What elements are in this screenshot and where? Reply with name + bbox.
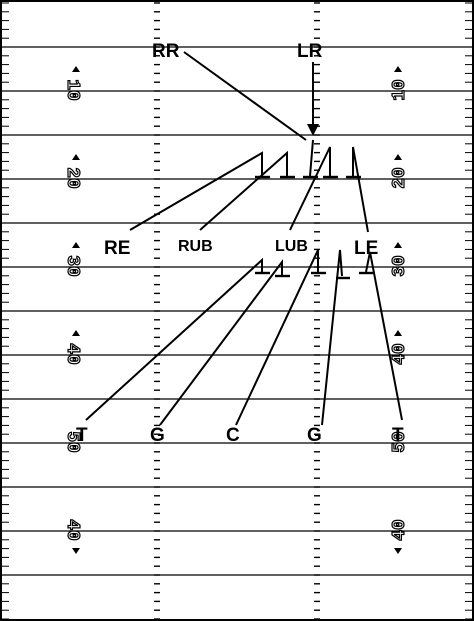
yard-number-left-40: 40 [62,343,82,365]
label-lub: LUB [275,238,308,255]
arrow-icon [72,548,80,554]
yard-number-right-30: 30 [390,255,410,277]
rub-route [199,150,288,231]
arrow-icon [72,66,80,72]
arrow-icon [394,242,402,248]
yard-number-right-10: 10 [390,79,410,101]
center-block [309,139,314,177]
label-re: RE [104,238,130,259]
label-rr: RR [152,41,180,62]
g-right-route [321,249,343,426]
yard-number-left-50: 50 [62,431,82,453]
t-left-route [85,257,263,421]
label-g-right: G [307,425,322,446]
g-left-route [159,258,283,426]
yard-lines [1,46,473,576]
yard-number-left-20: 20 [62,167,82,189]
arrow-icon [72,154,80,160]
label-c: C [226,425,240,446]
le-route [352,146,369,233]
arrow-icon [394,548,402,554]
yard-number-right-40: 40 [390,343,410,365]
label-t-right: T [392,425,404,446]
assignment-lines [85,51,403,426]
label-g-left: G [150,425,165,446]
block-symbols [255,175,373,280]
label-lr: LR [297,41,323,62]
arrow-head-icon [307,124,319,136]
direction-arrows [72,66,402,554]
t-right-route [365,251,403,421]
arrow-icon [394,154,402,160]
yard-number-right-50: 50 [390,431,410,453]
yard-number-right-20: 20 [390,167,410,189]
arrow-icon [72,330,80,336]
label-t-left: T [76,425,88,446]
yard-number-left-10: 10 [62,79,82,101]
yard-number-left-40b: 40 [62,519,82,541]
arrow-icon [72,242,80,248]
re-route [129,151,263,231]
c-route [235,249,319,426]
lub-route [289,146,331,231]
arrow-icon [394,66,402,72]
yard-number-right-40b: 40 [390,519,410,541]
arrow-icon [394,330,402,336]
label-rub: RUB [178,238,213,255]
yard-number-left-30: 30 [62,255,82,277]
inbound-hash-marks [154,2,320,620]
right-yard-numbers: 10 20 30 40 50 40 [389,79,410,542]
rr-route [183,51,307,141]
left-yard-numbers: 10 20 30 40 50 40 [61,79,82,542]
label-le: LE [354,238,378,259]
